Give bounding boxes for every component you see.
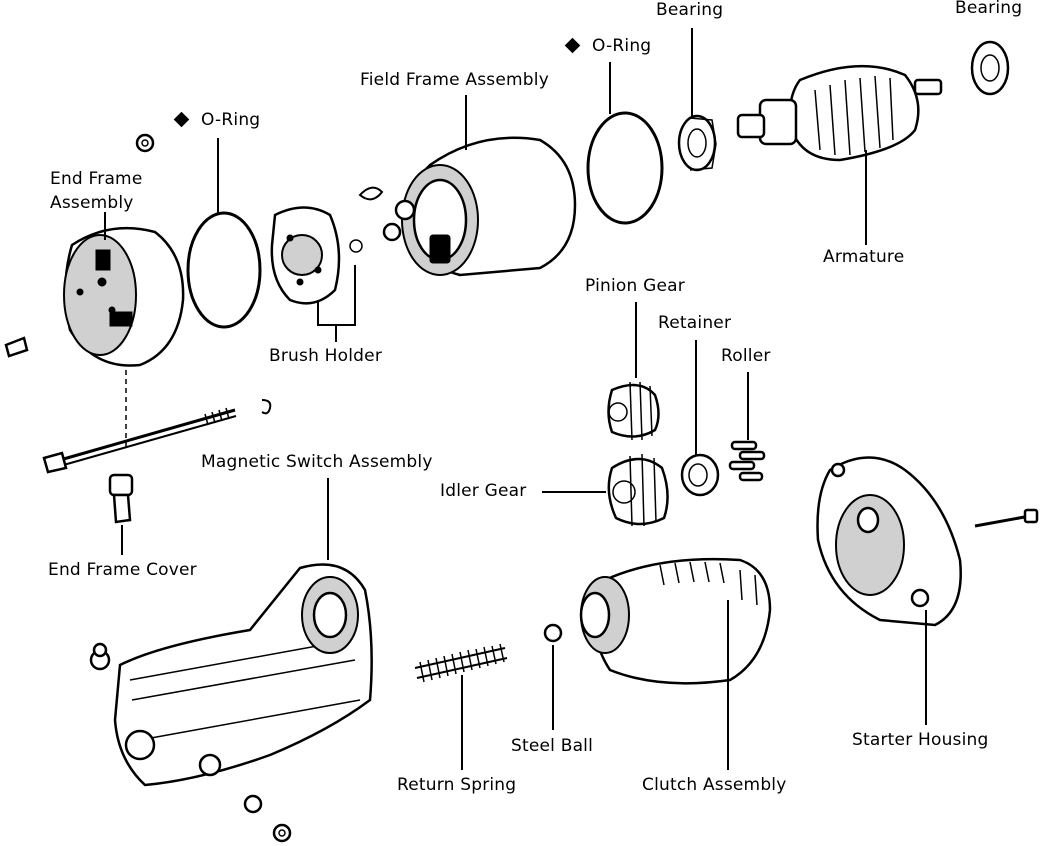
label-end-frame-cover: End Frame Cover bbox=[48, 560, 197, 580]
label-pinion-gear: Pinion Gear bbox=[585, 276, 685, 296]
label-end-frame-line1: End Frame bbox=[50, 169, 143, 189]
pinion-gear-part bbox=[607, 381, 660, 441]
small-fasteners bbox=[4, 133, 272, 415]
housing-bolt-part bbox=[974, 508, 1039, 528]
brush-holder-part bbox=[270, 206, 363, 305]
label-idler-gear: Idler Gear bbox=[440, 481, 527, 501]
end-frame-part bbox=[63, 226, 185, 367]
magnetic-switch-part bbox=[89, 563, 373, 787]
o-ring-top-part bbox=[586, 111, 664, 225]
label-return-spring: Return Spring bbox=[397, 775, 517, 795]
label-armature: Armature bbox=[823, 247, 905, 267]
return-spring-part bbox=[414, 643, 508, 683]
label-bearing-top: Bearing bbox=[656, 0, 724, 20]
label-magnetic-switch: Magnetic Switch Assembly bbox=[201, 452, 433, 472]
clutch-assembly-part bbox=[579, 557, 772, 685]
label-clutch-assembly: Clutch Assembly bbox=[642, 775, 787, 795]
label-brush-holder: Brush Holder bbox=[269, 346, 383, 366]
label-bearing-right: Bearing bbox=[955, 0, 1023, 18]
label-o-ring-top: O-Ring bbox=[592, 36, 652, 56]
label-retainer: Retainer bbox=[658, 313, 732, 333]
o-ring-left-part bbox=[186, 211, 262, 329]
end-frame-cover-part bbox=[108, 473, 134, 524]
armature-part bbox=[736, 64, 943, 162]
label-starter-housing: Starter Housing bbox=[852, 730, 989, 750]
steel-ball-part bbox=[543, 623, 563, 643]
through-bolt-part bbox=[42, 407, 237, 474]
retainer-part bbox=[680, 453, 720, 497]
bottom-nuts bbox=[243, 794, 292, 843]
label-steel-ball: Steel Ball bbox=[511, 736, 594, 756]
bearing-top-part bbox=[677, 114, 717, 172]
label-roller: Roller bbox=[721, 346, 771, 366]
bearing-right-part bbox=[970, 40, 1010, 96]
field-frame-part bbox=[358, 136, 577, 277]
idler-gear-part bbox=[607, 453, 669, 527]
roller-part bbox=[728, 440, 766, 482]
starter-housing-part bbox=[816, 456, 962, 627]
label-field-frame: Field Frame Assembly bbox=[360, 70, 549, 90]
label-end-frame-line2: Assembly bbox=[50, 193, 134, 213]
label-o-ring-left: O-Ring bbox=[201, 110, 261, 130]
